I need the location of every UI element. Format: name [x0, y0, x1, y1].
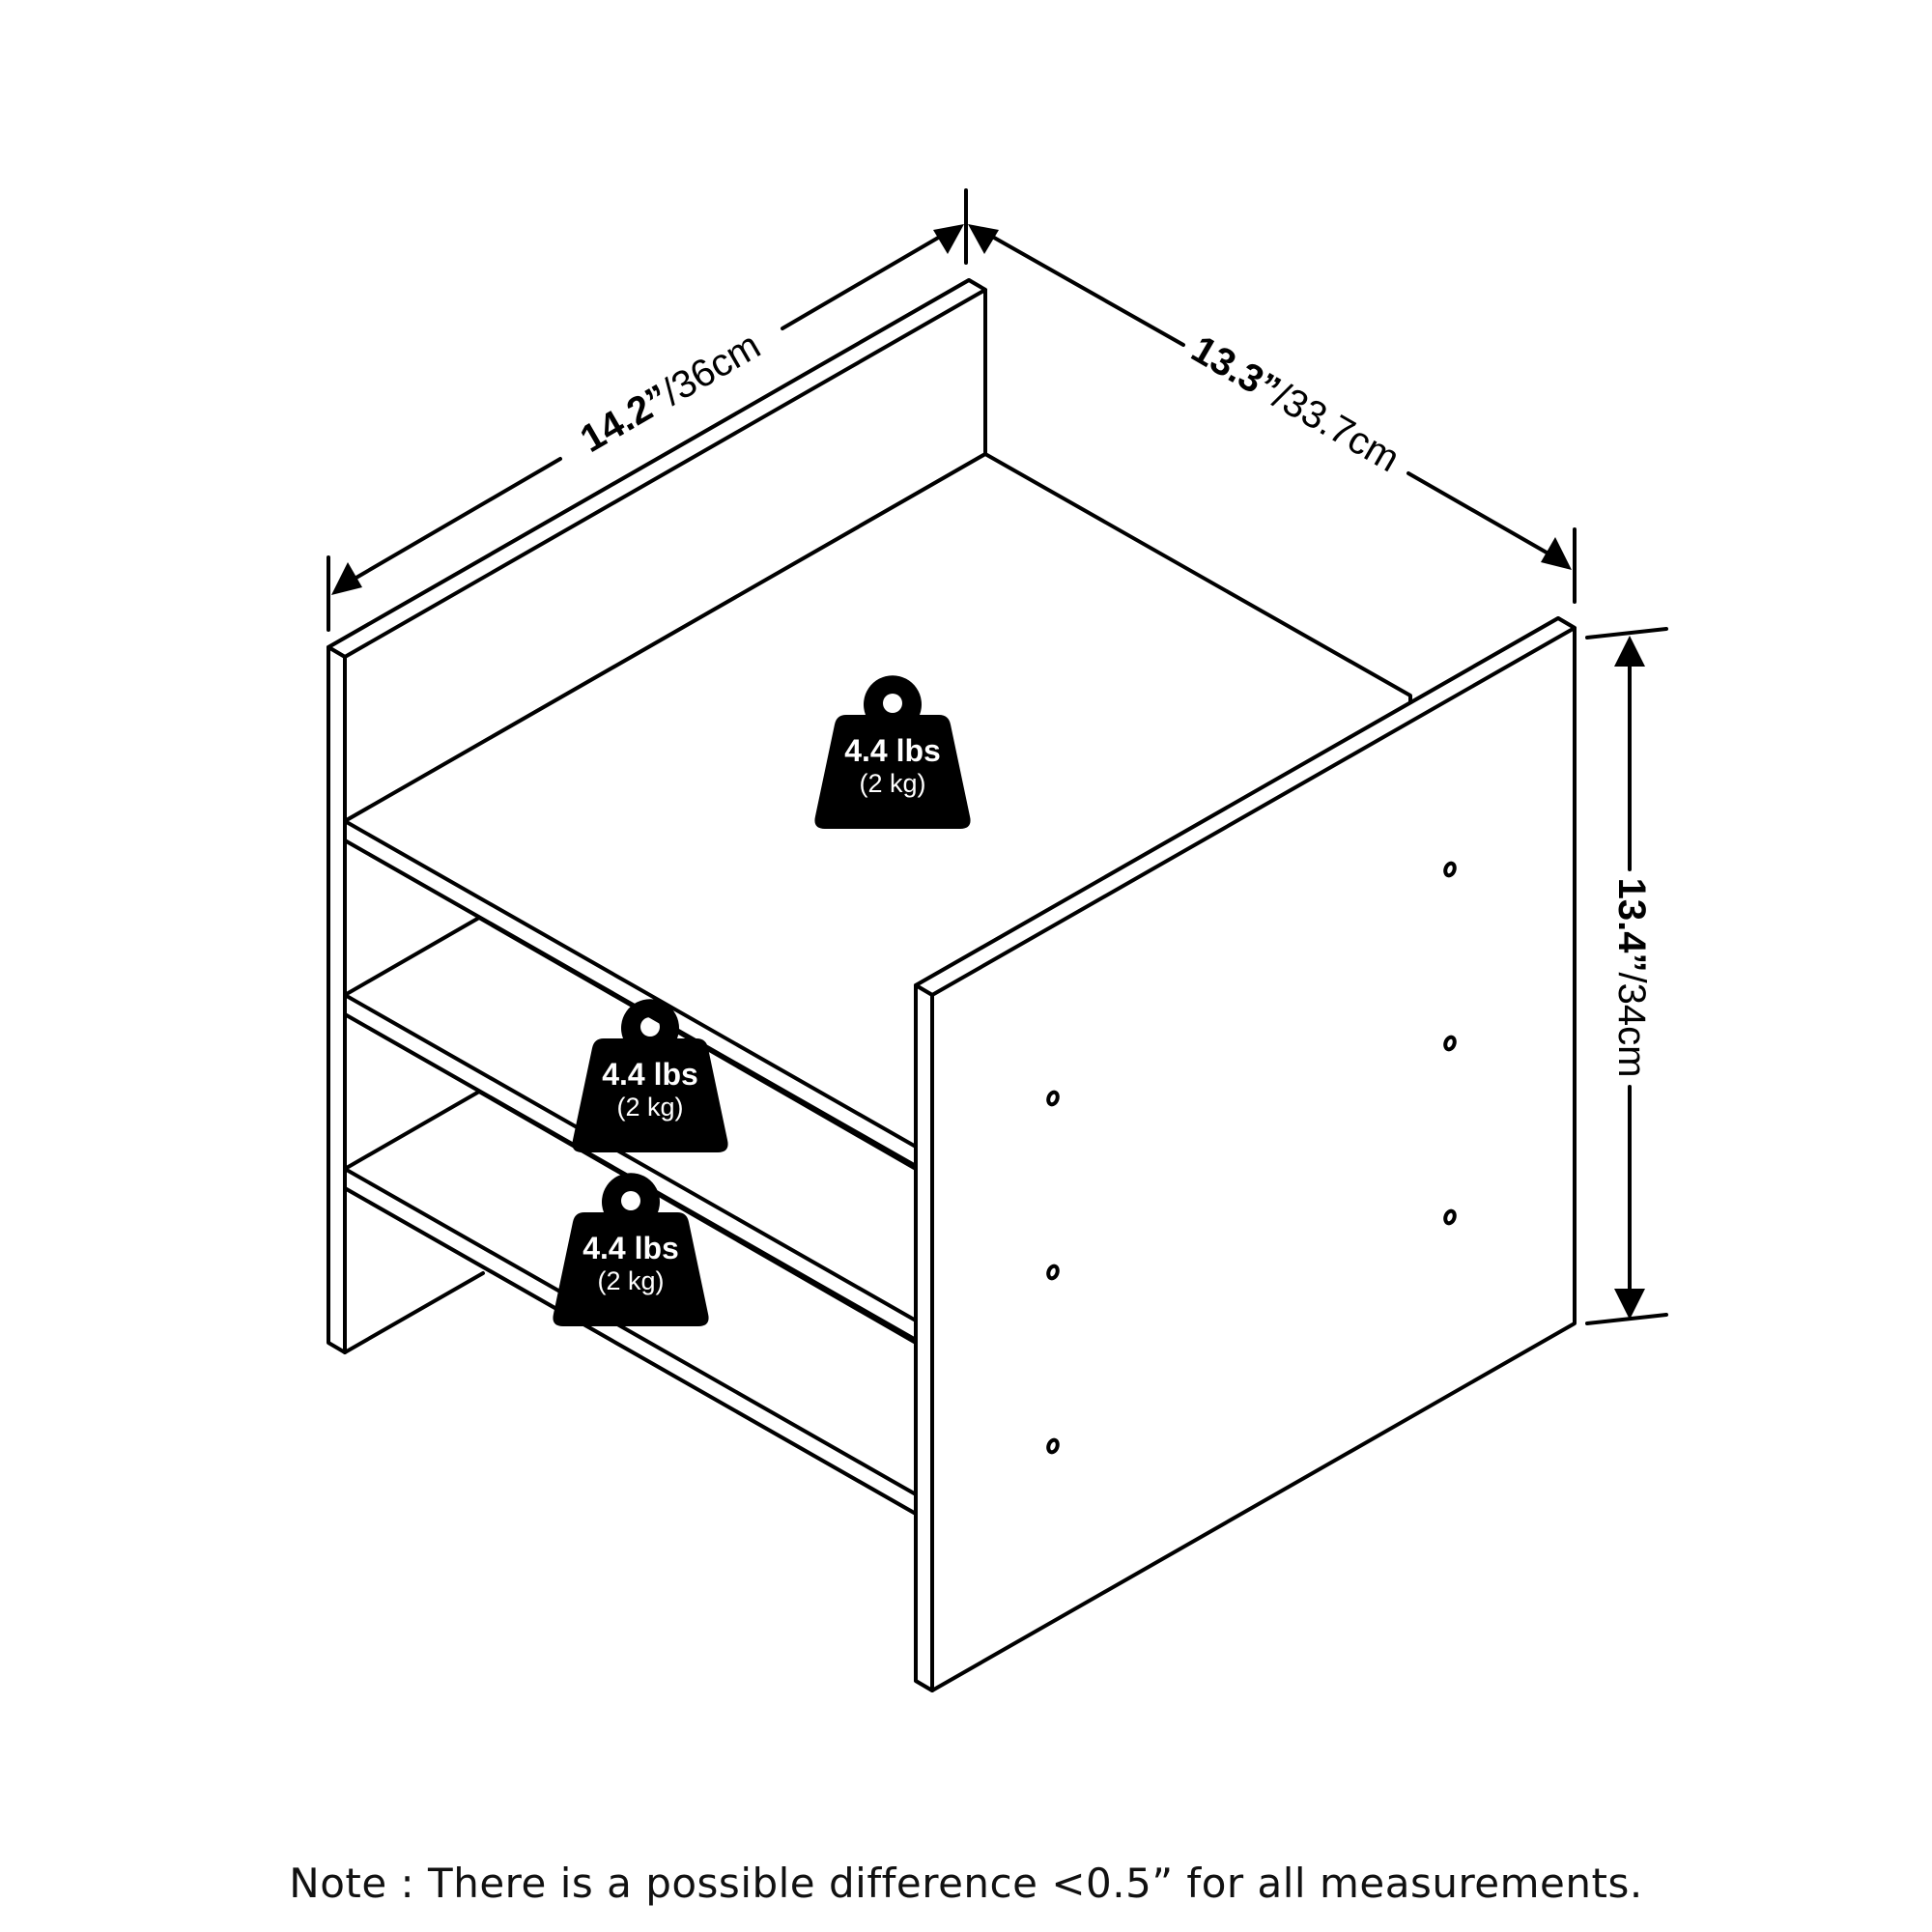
depth-arrow-right	[1541, 537, 1572, 570]
left-side-panel	[327, 645, 347, 1354]
weight-badge-bottom-sub: (2 kg)	[597, 1266, 664, 1295]
peg-hole	[1443, 1208, 1457, 1226]
weight-badge-top-main: 4.4 lbs	[844, 733, 941, 768]
weight-icon	[572, 999, 728, 1152]
width-arrow-right	[933, 224, 964, 254]
height-metric: /34cm	[1610, 972, 1653, 1077]
height-label: 13.4”/34cm	[1610, 878, 1653, 1078]
shelf-drawing	[327, 278, 1577, 1692]
weight-badge-middle: 4.4 lbs (2 kg)	[572, 999, 728, 1152]
weight-badge-top: 4.4 lbs (2 kg)	[814, 675, 971, 829]
dimension-lines	[327, 188, 1668, 1325]
depth-metric: /33.7cm	[1266, 375, 1406, 480]
peg-hole	[1046, 1264, 1060, 1281]
weight-icon	[814, 675, 971, 829]
weight-badge-top-sub: (2 kg)	[859, 769, 925, 798]
width-dim-line	[781, 228, 953, 330]
width-dim-line	[341, 457, 562, 587]
peg-holes	[1046, 861, 1457, 1455]
width-metric: /36cm	[655, 324, 767, 413]
peg-hole	[1046, 1437, 1060, 1455]
height-arrow-top	[1614, 636, 1645, 667]
height-tick-top	[1585, 627, 1668, 639]
peg-hole	[1443, 861, 1457, 878]
weight-badge-middle-main: 4.4 lbs	[602, 1057, 698, 1092]
height-tick-bottom	[1585, 1313, 1668, 1325]
peg-hole	[1443, 1035, 1457, 1052]
right-side-panel-front-edge	[914, 983, 934, 1692]
depth-label: 13.3”/33.7cm	[1184, 327, 1406, 480]
weight-badge-middle-sub: (2 kg)	[616, 1093, 683, 1122]
weight-icon	[553, 1173, 709, 1326]
weight-badge-bottom: 4.4 lbs (2 kg)	[553, 1173, 709, 1326]
peg-hole	[1046, 1090, 1060, 1107]
depth-arrow-left	[968, 224, 999, 254]
height-imperial: 13.4”	[1610, 878, 1653, 973]
weight-badge-bottom-main: 4.4 lbs	[582, 1231, 679, 1265]
depth-imperial: 13.3”	[1184, 327, 1288, 412]
depth-dim-line	[979, 228, 1185, 347]
depth-dim-line	[1406, 471, 1562, 562]
width-imperial: 14.2”	[573, 377, 676, 461]
width-arrow-left	[331, 562, 362, 595]
height-arrow-bottom	[1614, 1289, 1645, 1320]
lower-back-brace	[343, 1271, 485, 1354]
measurement-note: Note : There is a possible difference <0…	[289, 1860, 1643, 1907]
